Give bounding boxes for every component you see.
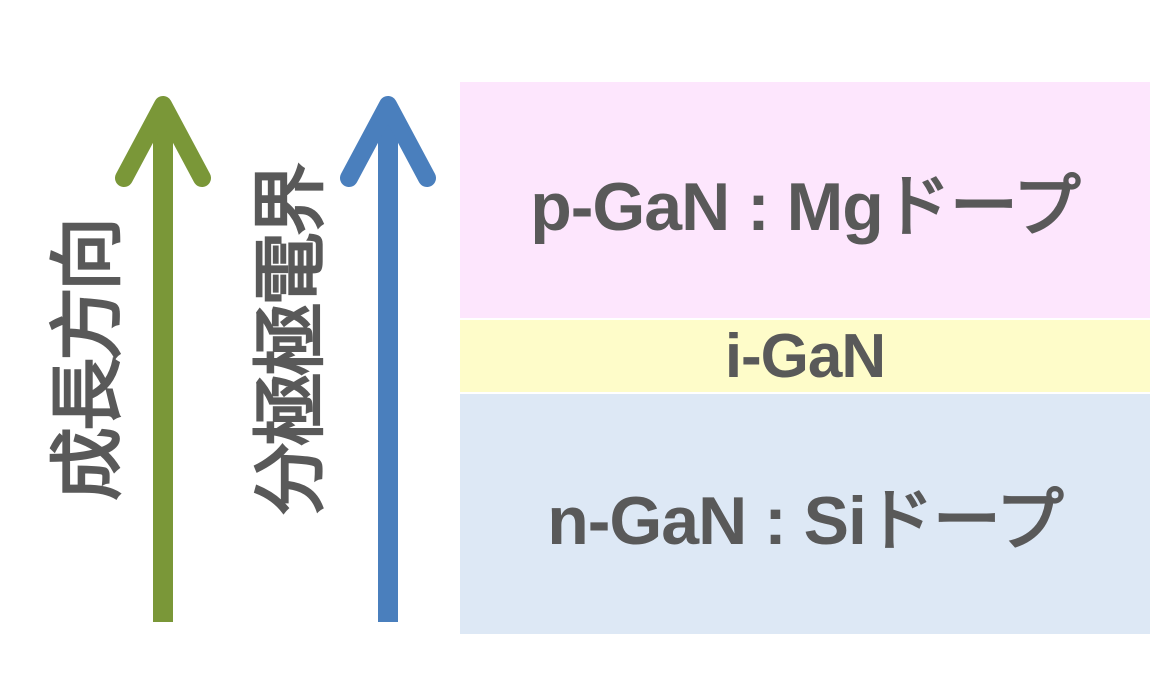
growth-direction-label-container: 成長方向 <box>43 35 133 686</box>
i-gan-layer-label: i-GaN <box>724 321 886 391</box>
polarization-field-arrow <box>340 96 436 622</box>
arrows-layer <box>115 96 436 622</box>
p-gan-layer: p-GaN : Mgドープ <box>460 82 1150 320</box>
n-gan-layer-label: n-GaN : Siドープ <box>547 482 1064 559</box>
growth-direction-arrow <box>115 96 211 622</box>
polarization-field-label-container: 分極極電界 <box>246 15 336 666</box>
polarization-field-label: 分極極電界 <box>248 165 334 516</box>
growth-direction-label: 成長方向 <box>45 220 131 501</box>
i-gan-layer: i-GaN <box>460 320 1150 394</box>
n-gan-layer: n-GaN : Siドープ <box>460 394 1150 634</box>
p-gan-layer-label: p-GaN : Mgドープ <box>530 168 1081 245</box>
